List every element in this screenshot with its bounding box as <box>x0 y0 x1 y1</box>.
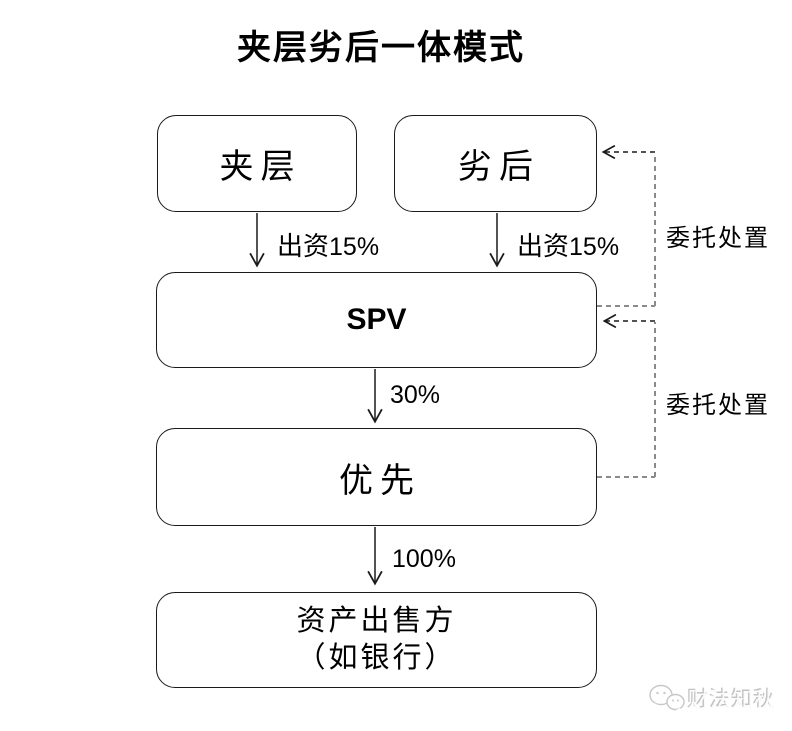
edge-label-pct: 100% <box>392 545 456 573</box>
edge-label-spv-to-senior: 30% <box>390 380 440 410</box>
node-subordinate-label: 劣后 <box>458 149 540 186</box>
edge-label-pct: 15% <box>569 233 620 261</box>
watermark: 财法知秋 <box>646 679 792 719</box>
asset-seller-line1: 资产出售方 <box>296 605 457 637</box>
solid-arrows <box>249 213 505 586</box>
node-senior: 优先 <box>156 428 597 526</box>
asset-seller-line2: （如银行） <box>296 642 457 674</box>
edge-label-senior-to-seller: 100% <box>392 544 456 574</box>
edge-label-mezz-contribution: 出资15% <box>277 226 379 263</box>
node-mezzanine: 夹层 <box>157 115 357 212</box>
entrust-label-bottom: 委托处置 <box>666 393 770 419</box>
node-mezzanine-label: 夹层 <box>219 149 302 186</box>
node-senior-label: 优先 <box>339 462 421 500</box>
page-title: 夹层劣后一体模式 <box>237 29 525 67</box>
dashed-gray-segments <box>597 153 656 478</box>
edge-label-text: 出资 <box>277 232 330 261</box>
node-asset-seller: 资产出售方 （如银行） <box>156 592 597 688</box>
edge-label-sub-contribution: 出资15% <box>517 226 619 263</box>
wechat-icon <box>649 684 685 712</box>
edge-label-pct: 30% <box>390 381 441 409</box>
watermark-text: 财法知秋 <box>688 688 776 712</box>
node-asset-seller-label: 资产出售方 （如银行） <box>296 603 456 677</box>
node-spv: SPV <box>156 272 597 368</box>
edge-label-text: 出资 <box>517 232 570 261</box>
node-subordinate: 劣后 <box>394 115 597 212</box>
edge-label-pct: 15% <box>329 233 380 261</box>
node-spv-label: SPV <box>346 303 407 336</box>
entrust-label-top: 委托处置 <box>666 226 770 252</box>
